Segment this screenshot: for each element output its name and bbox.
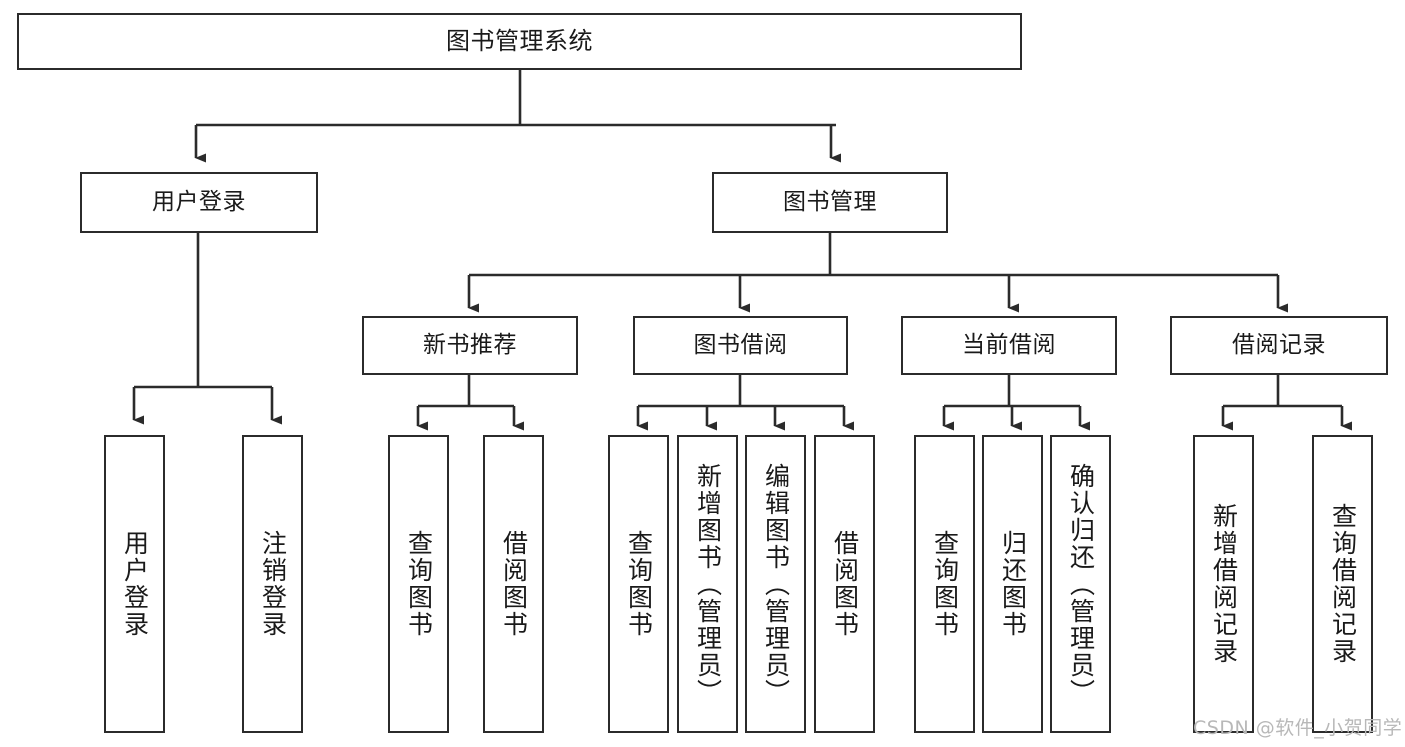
node-label: 图书管理系统 [446, 27, 593, 56]
leaf-add-borrow-record[interactable]: 新增借阅记录 [1193, 435, 1254, 733]
node-label: 用户登录 [152, 188, 246, 215]
leaf-add-book-admin[interactable]: 新增图书（管理员） [677, 435, 738, 733]
leaf-new-book-borrow[interactable]: 借阅图书 [483, 435, 544, 733]
node-label: 借阅图书 [499, 530, 529, 638]
node-current-borrow[interactable]: 当前借阅 [901, 316, 1117, 375]
node-label: 图书管理 [783, 188, 877, 215]
leaf-user-login[interactable]: 用户登录 [104, 435, 165, 733]
leaf-return-book[interactable]: 归还图书 [982, 435, 1043, 733]
node-label: 确认归还（管理员） [1066, 462, 1096, 706]
node-new-book-recommend[interactable]: 新书推荐 [362, 316, 578, 375]
node-label: 图书借阅 [693, 331, 788, 358]
node-label: 查询图书 [624, 530, 654, 638]
node-label: 查询借阅记录 [1328, 503, 1358, 665]
node-label: 新书推荐 [423, 331, 517, 358]
node-label: 新增图书（管理员） [693, 462, 723, 706]
node-root-book-management-system[interactable]: 图书管理系统 [17, 13, 1022, 70]
node-label: 当前借阅 [962, 331, 1056, 358]
leaf-current-query-book[interactable]: 查询图书 [914, 435, 975, 733]
node-book-borrow[interactable]: 图书借阅 [633, 316, 848, 375]
leaf-borrow-book[interactable]: 借阅图书 [814, 435, 875, 733]
node-label: 借阅图书 [830, 530, 860, 638]
node-label: 注销登录 [258, 530, 288, 638]
node-label: 新增借阅记录 [1209, 503, 1239, 665]
node-label: 归还图书 [998, 530, 1028, 638]
leaf-confirm-return-admin[interactable]: 确认归还（管理员） [1050, 435, 1111, 733]
node-label: 查询图书 [930, 530, 960, 638]
leaf-new-book-query[interactable]: 查询图书 [388, 435, 449, 733]
leaf-borrow-query-book[interactable]: 查询图书 [608, 435, 669, 733]
node-borrow-record[interactable]: 借阅记录 [1170, 316, 1388, 375]
node-label: 查询图书 [404, 530, 434, 638]
node-label: 借阅记录 [1232, 331, 1326, 358]
node-label: 用户登录 [120, 530, 150, 638]
leaf-logout[interactable]: 注销登录 [242, 435, 303, 733]
leaf-query-borrow-record[interactable]: 查询借阅记录 [1312, 435, 1373, 733]
leaf-edit-book-admin[interactable]: 编辑图书（管理员） [745, 435, 806, 733]
node-label: 编辑图书（管理员） [761, 462, 791, 706]
watermark-text: CSDN @软件_小贺同学 [1193, 717, 1403, 739]
node-book-management[interactable]: 图书管理 [712, 172, 948, 233]
node-user-login[interactable]: 用户登录 [80, 172, 318, 233]
